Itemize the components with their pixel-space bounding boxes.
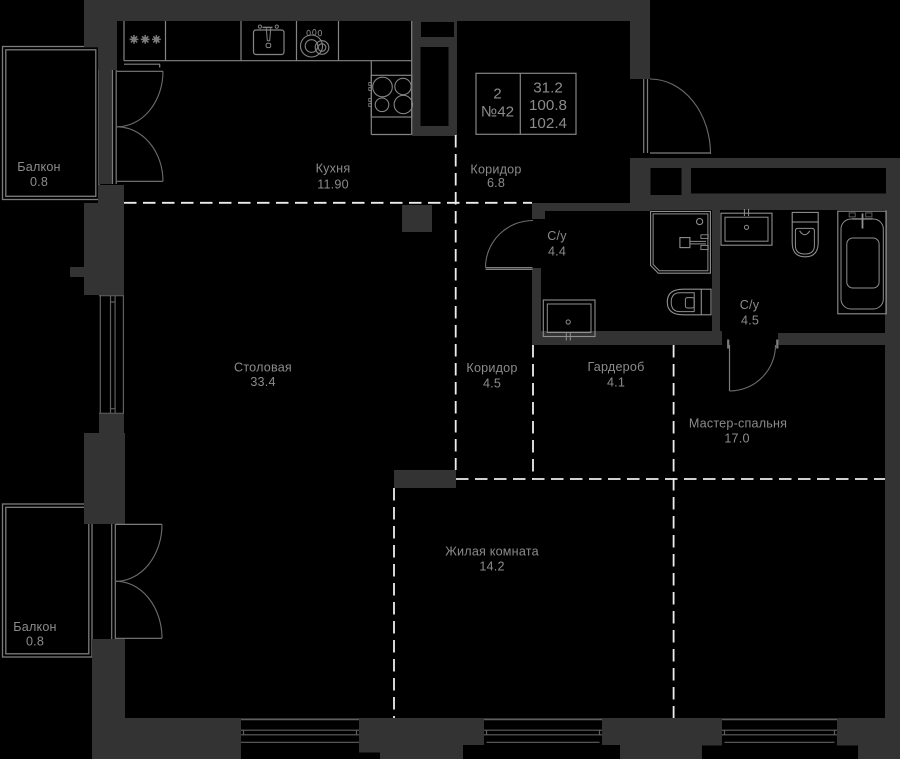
svg-text:4.4: 4.4 [548,245,566,259]
svg-text:С/у: С/у [740,298,760,312]
svg-text:Столовая: Столовая [234,361,292,375]
svg-text:2: 2 [493,85,501,102]
svg-text:Мастер-спальня: Мастер-спальня [689,417,787,431]
svg-text:102.4: 102.4 [529,115,567,132]
svg-text:100.8: 100.8 [529,97,567,114]
svg-text:14.2: 14.2 [479,560,504,574]
svg-text:31.2: 31.2 [533,79,563,96]
svg-text:Балкон: Балкон [13,620,56,634]
svg-text:4.1: 4.1 [607,376,625,390]
svg-text:Жилая комната: Жилая комната [445,545,539,559]
svg-text:6.8: 6.8 [487,176,505,190]
svg-text:Гардероб: Гардероб [587,360,644,374]
svg-text:Балкон: Балкон [17,160,60,174]
svg-text:4.5: 4.5 [483,377,501,391]
svg-text:11.90: 11.90 [317,178,349,192]
svg-text:4.5: 4.5 [741,314,759,328]
svg-text:№42: №42 [481,104,514,121]
svg-text:0.8: 0.8 [30,175,48,189]
svg-text:33.4: 33.4 [250,375,275,389]
svg-text:17.0: 17.0 [724,432,749,446]
svg-text:0.8: 0.8 [26,635,44,649]
svg-text:Коридор: Коридор [466,361,517,375]
svg-text:Кухня: Кухня [316,162,351,176]
svg-text:С/у: С/у [547,229,567,243]
svg-text:Коридор: Коридор [470,163,521,177]
